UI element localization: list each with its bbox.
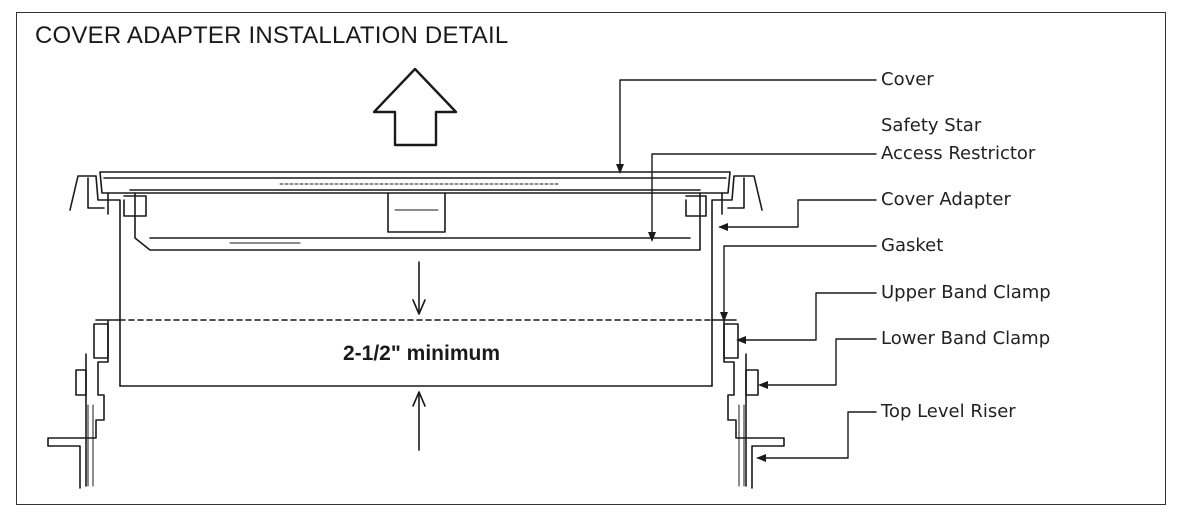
riser-right (711, 319, 785, 489)
callout-safety-star-line1: Safety Star (881, 115, 982, 136)
up-arrow-icon (372, 67, 458, 147)
cover-lid (99, 171, 731, 251)
cover-adapter-right (685, 175, 763, 387)
cover-adapter-left (69, 175, 147, 387)
callout-cover-adapter: Cover Adapter (881, 189, 1011, 210)
riser-left (47, 319, 121, 489)
callout-upper-band-clamp: Upper Band Clamp (881, 282, 1051, 303)
callout-top-level-riser: Top Level Riser (881, 401, 1016, 422)
callout-safety-star-line2: Access Restrictor (881, 143, 1036, 164)
leader-arrowheads (616, 164, 768, 462)
callout-gasket: Gasket (881, 235, 944, 256)
dimension-arrow-icon (412, 261, 426, 451)
leader-lines (619, 79, 877, 459)
callout-cover: Cover (881, 69, 934, 90)
callout-lower-band-clamp: Lower Band Clamp (881, 328, 1051, 349)
dimension-label: 2-1/2" minimum (343, 342, 500, 365)
diagram-title: COVER ADAPTER INSTALLATION DETAIL (35, 22, 509, 49)
diagram-frame (16, 12, 1166, 505)
